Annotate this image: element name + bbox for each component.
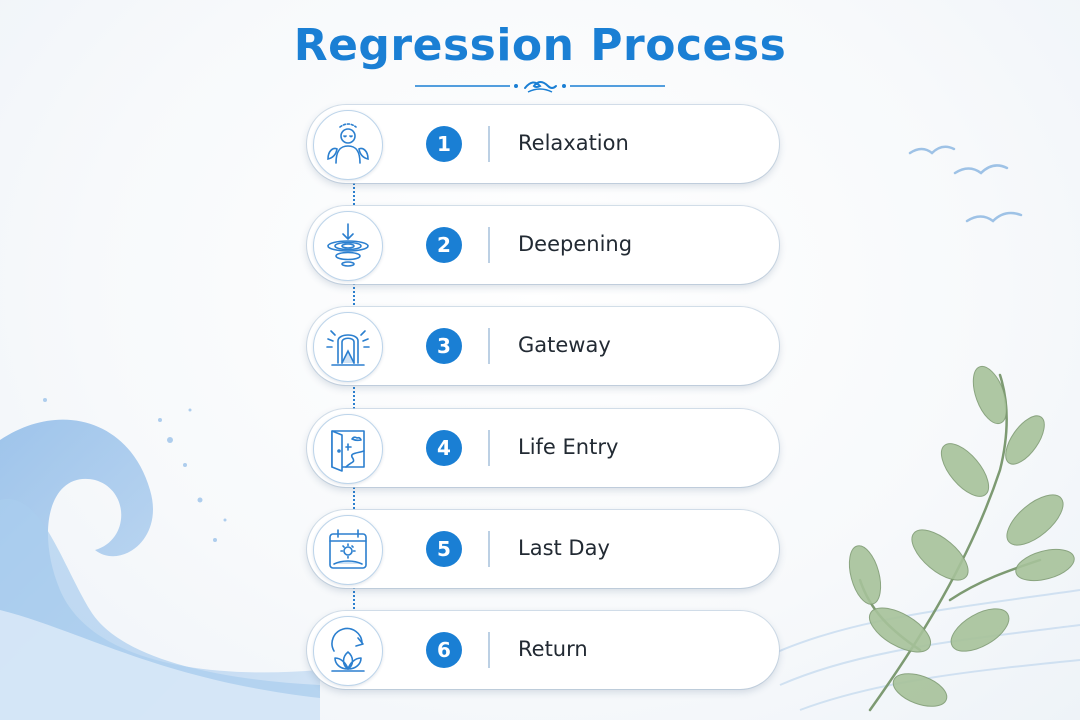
relaxed-person-icon: [313, 110, 383, 180]
divider: [488, 632, 490, 668]
divider: [488, 227, 490, 263]
step-connector-line: [353, 180, 355, 620]
page-title: Regression Process: [293, 20, 787, 71]
step-label: Life Entry: [518, 435, 619, 459]
step-card-gateway: 3 Gateway: [307, 307, 779, 385]
divider: [488, 126, 490, 162]
wave-illustration: [0, 398, 320, 720]
calendar-sun-icon: [313, 515, 383, 585]
step-label: Deepening: [518, 232, 633, 256]
open-door-path-icon: [313, 414, 383, 484]
birds-decoration: [908, 145, 1023, 223]
step-number-badge: 2: [426, 227, 462, 263]
arch-doorway-icon: [313, 312, 383, 382]
water-lines-decoration: [760, 589, 1080, 711]
divider: [488, 531, 490, 567]
step-card-return: 6 Return: [307, 611, 779, 689]
title-ornament: [415, 81, 665, 93]
step-number-badge: 1: [426, 126, 462, 162]
leaf-branch-illustration: [848, 365, 1075, 712]
step-number-badge: 4: [426, 430, 462, 466]
step-number-badge: 6: [426, 632, 462, 668]
step-card-last-day: 5 Last Day: [307, 510, 779, 588]
step-card-relaxation: 1 Relaxation: [307, 105, 779, 183]
lotus-return-icon: [313, 616, 383, 686]
step-card-life-entry: 4 Life Entry: [307, 409, 779, 487]
step-card-deepening: 2 Deepening: [307, 206, 779, 284]
step-label: Relaxation: [518, 131, 629, 155]
step-number-badge: 5: [426, 531, 462, 567]
divider: [488, 328, 490, 364]
divider: [488, 430, 490, 466]
step-number-badge: 3: [426, 328, 462, 364]
step-label: Last Day: [518, 536, 610, 560]
step-label: Return: [518, 637, 588, 661]
spiral-descent-icon: [313, 211, 383, 281]
step-label: Gateway: [518, 333, 611, 357]
